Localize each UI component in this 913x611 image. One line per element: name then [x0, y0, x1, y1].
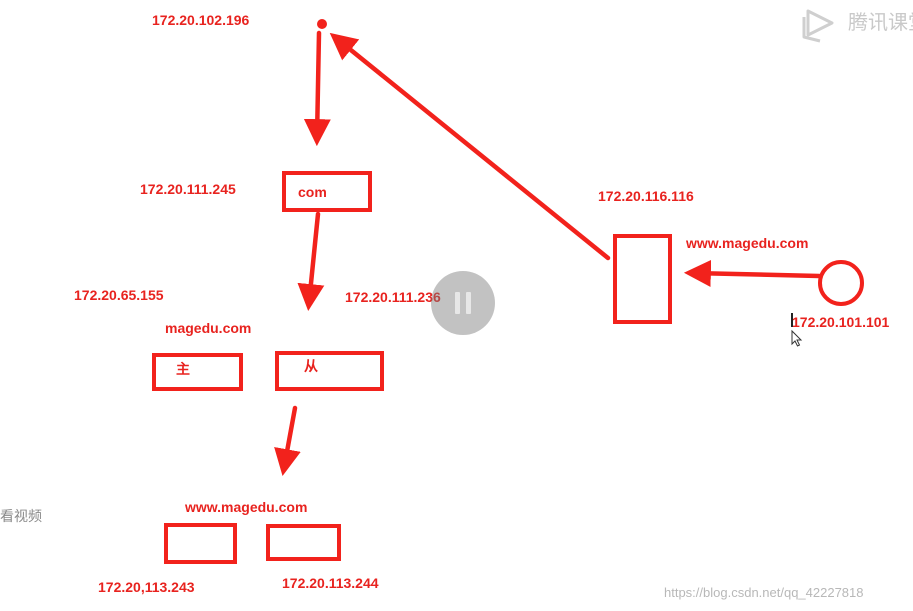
ip-client-label: 172.20.101.101 [792, 314, 890, 330]
pause-button[interactable] [431, 271, 495, 335]
ip-web2-label: 172.20.113.244 [282, 575, 379, 591]
arrow-zone-to-www [274, 405, 301, 476]
ip-web1-label: 172.20,113.243 [98, 579, 195, 595]
www-request-label: www.magedu.com [686, 235, 809, 251]
arrow-cache-to-root [329, 32, 611, 261]
arrow-com-to-zone [297, 211, 325, 312]
mouse-cursor-icon [791, 313, 803, 347]
root-server-dot [317, 19, 327, 29]
ip-cache-label: 172.20.116.116 [598, 188, 694, 204]
ip-root-label: 172.20.102.196 [152, 12, 250, 28]
master-server-label: 主 [176, 361, 190, 377]
watermark-url: https://blog.csdn.net/qq_42227818 [664, 585, 864, 600]
client-node [818, 260, 864, 306]
slave-server-box [275, 351, 384, 391]
com-server-label: com [298, 184, 327, 200]
web-server-2-box [266, 524, 341, 561]
com-server-box [282, 171, 372, 212]
www-host-label: www.magedu.com [185, 499, 308, 515]
slave-server-label: 从 [304, 358, 318, 374]
arrow-root-to-com [303, 30, 331, 147]
zone-name-label: magedu.com [165, 320, 252, 336]
ip-com-label: 172.20.111.245 [140, 181, 236, 197]
web-server-1-box [164, 523, 237, 564]
play-logo-icon [802, 9, 834, 43]
ip-slave-label: 172.20.111.236 [345, 289, 441, 305]
arrow-client-to-cache [683, 259, 822, 287]
ip-master-label: 172.20.65.155 [74, 287, 164, 303]
master-server-box [152, 353, 243, 391]
cache-server-box [613, 234, 672, 324]
brand-logo-text: 腾讯课堂 [848, 12, 913, 32]
watch-video-tab[interactable]: 看视频 [0, 509, 42, 525]
